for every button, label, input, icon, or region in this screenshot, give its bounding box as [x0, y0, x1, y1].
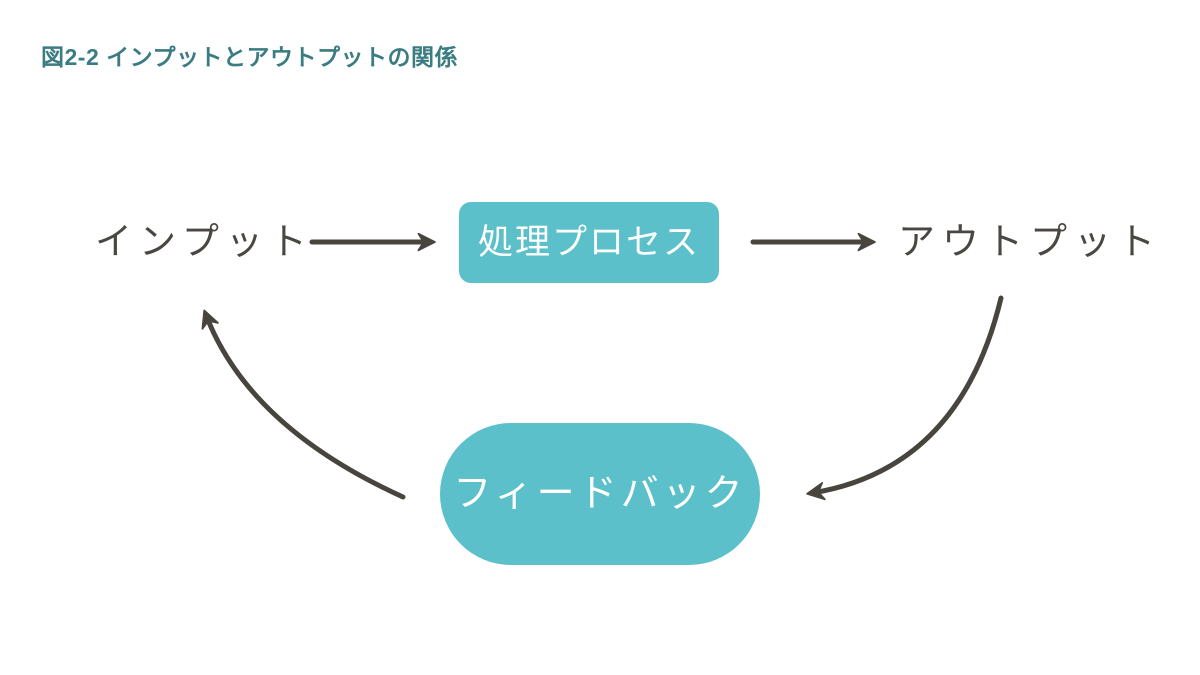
arrow-output-to-feedback: [806, 295, 1004, 501]
arrow-feedback-to-input: [201, 309, 406, 500]
node-output: アウトプット: [898, 222, 1162, 263]
node-input: インプット: [95, 222, 314, 263]
figure-title: 図2-2 インプットとアウトプットの関係: [41, 44, 458, 70]
node-process: 処理プロセス: [459, 202, 719, 283]
node-process-label: 処理プロセス: [477, 223, 700, 262]
node-feedback-label: フィードバック: [453, 473, 747, 515]
node-feedback: フィードバック: [440, 423, 760, 565]
